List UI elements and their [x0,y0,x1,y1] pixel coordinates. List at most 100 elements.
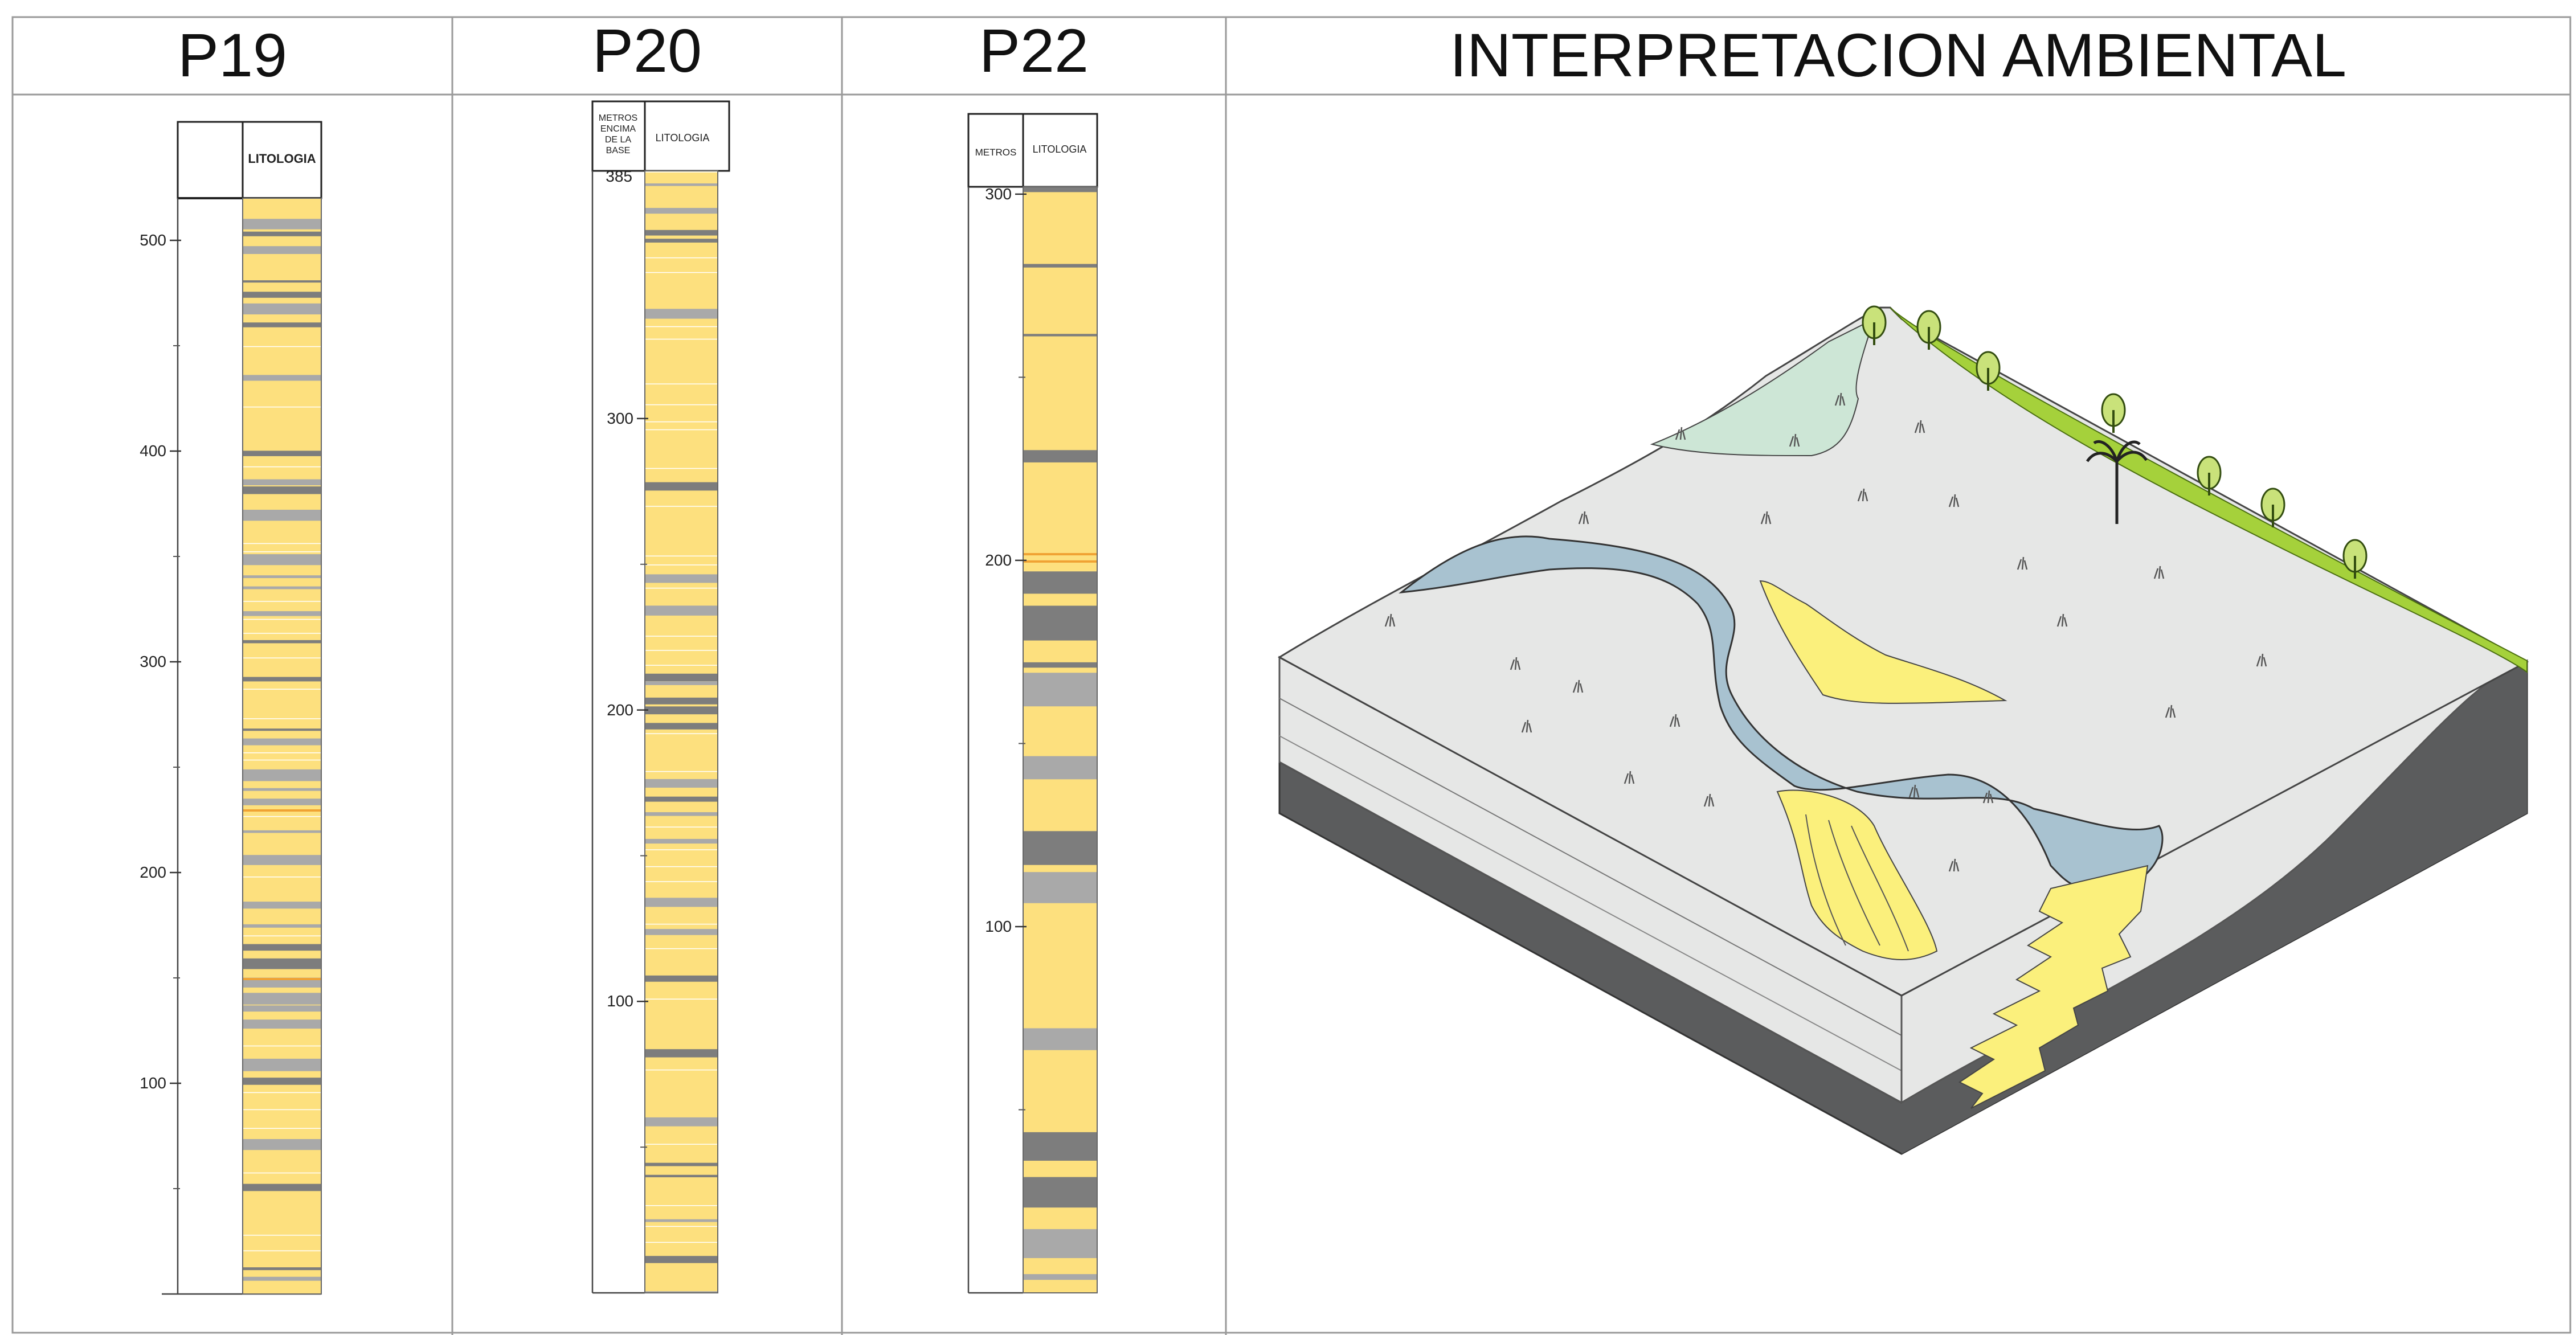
panel-title-p20: P20 [592,16,702,85]
p19-shale-band [243,303,321,315]
crevasse-splay [1776,789,1938,960]
vegetated-ridge [1890,307,2528,673]
p20-shale-band [645,230,718,236]
p19-tick-label: 400 [140,442,166,460]
p19-shale-band [243,554,321,566]
p22-shale-band [1023,1274,1097,1280]
p19-shale-band [243,1139,321,1150]
grass-icon [2256,653,2267,667]
tree-icon [1976,351,2001,391]
point-bar [1759,580,2007,704]
p19-column [162,121,322,1295]
panel-title-p19: P19 [177,21,288,89]
p20-shale-band [645,673,718,681]
p20-tick-label: 300 [607,409,633,427]
p19-shale-band [243,322,321,327]
p20-shale-band [645,697,718,705]
p22-column [967,113,1098,1294]
grass-icon [1675,427,1686,440]
p22-shale-band [1023,264,1097,268]
p22-shale-band [1023,662,1097,668]
panel-title-p22: P22 [979,16,1089,85]
grass-icon [1521,719,1532,733]
p22-sand-background [1023,187,1097,1293]
p20-shale-band [645,681,718,685]
p22-tick-label: 200 [985,551,1012,569]
p20-shale-band [645,1049,718,1058]
p20-depth-header: METROS ENCIMA DE LA BASE [598,113,638,155]
p19-shale-band [243,1276,321,1281]
p22-shale-band [1023,605,1097,641]
p19-shale-band [243,924,321,928]
p19-shale-band [243,1019,321,1029]
p19-shale-band [243,855,321,865]
p20-shale-band [645,482,718,491]
p20-shale-band [645,1174,718,1178]
p22-shale-band [1023,1177,1097,1208]
p19-shale-band [243,231,321,236]
p19-tick-label: 500 [140,231,166,249]
p19-shale-band [243,993,321,1005]
grass-icon [1624,771,1635,784]
p20-track-frame [644,170,718,1293]
grass-icon [1578,511,1589,525]
p20-shale-band [645,309,718,319]
channel-sand-body [1958,865,2149,1109]
p19-shale-band [243,510,321,521]
p19-shale-band [243,451,321,456]
p22-shale-band [1023,187,1097,193]
floodplain-surface [1277,306,2529,997]
grass-icon [1857,488,1868,502]
p22-shale-band [1023,673,1097,707]
tree-icon [2101,393,2126,433]
p20-shale-band [645,183,718,186]
grass-icon [1948,858,1960,872]
p19-shale-band [243,280,321,283]
p19-shale-band [243,958,321,969]
p19-shale-band [243,640,321,644]
p19-shale-band [243,1267,321,1271]
p19-shale-band [243,1078,321,1085]
p19-shale-band [243,375,321,381]
grass-icon [1384,613,1396,627]
p22-depth-header: METROS [975,147,1017,158]
grass-icon [1572,679,1584,693]
p20-shale-band [645,796,718,802]
p20-shale-band [645,1162,718,1166]
tree-icon [1862,305,1887,345]
p19-shale-band [243,788,321,791]
tree-icon [2197,456,2222,495]
p19-tick-label: 300 [140,653,166,670]
tree-symbols [1862,305,2368,579]
grass-icon [1914,420,1925,433]
tree-icon [1916,310,1941,350]
p19-orange-band [243,978,321,980]
p19-shale-band [243,1058,321,1071]
p19-sand-background [243,198,321,1294]
p22-shale-band [1023,334,1097,337]
p19-shale-band [243,830,321,833]
p19-shale-band [243,728,321,731]
lagoon-area [1650,318,1875,457]
p20-sand-background [645,171,718,1293]
p19-scale-ticks [170,239,181,1189]
environmental-block-diagram [1277,305,2529,1155]
p22-scale-ticks [1015,193,1027,1111]
p19-shale-band [243,246,321,254]
p22-shale-band [1023,831,1097,865]
p19-shale-band [243,611,321,616]
p19-tick-label: 100 [140,1074,166,1092]
p19-shale-band [243,479,321,486]
grass-icon [1510,657,1521,670]
p19-shale-band [243,902,321,909]
p19-shale-band [243,769,321,781]
p22-tick-label: 100 [985,917,1012,935]
grass-icon [1669,714,1680,727]
p20-shale-band [645,723,718,730]
p22-shale-band [1023,571,1097,594]
p19-shale-band [243,738,321,746]
grass-icon [2056,613,2068,627]
p22-lithology-header: LITOLOGIA [1032,144,1087,155]
p19-shale-band [243,292,321,298]
p20-shale-band [645,898,718,907]
